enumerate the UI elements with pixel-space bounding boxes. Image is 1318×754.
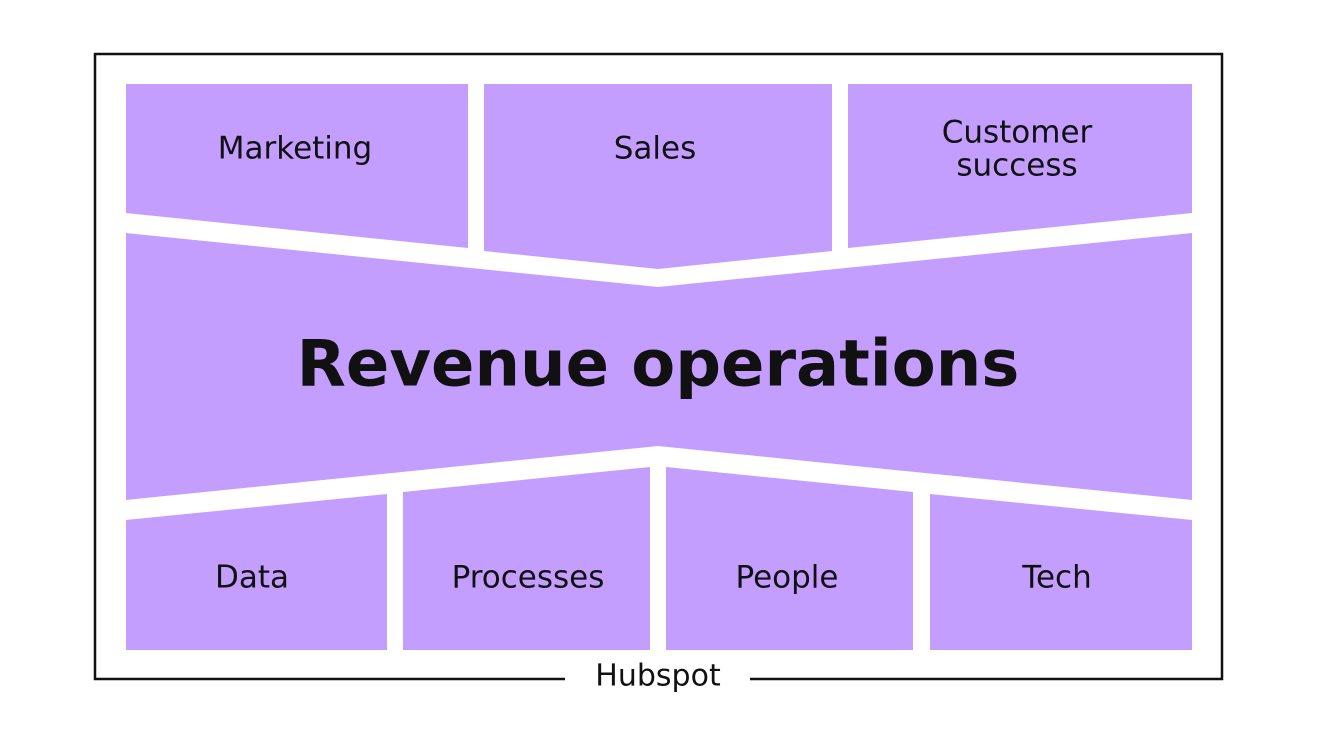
block-revenue-operations: [126, 233, 1192, 500]
bottom-row: Data Processes People Tech: [126, 467, 1192, 650]
center-band: Revenue operations: [126, 233, 1192, 500]
block-marketing: [126, 84, 468, 248]
block-marketing-label: Marketing: [218, 131, 373, 167]
block-sales-label: Sales: [614, 131, 697, 167]
block-sales: [484, 84, 832, 269]
block-customer-success-label-line-2: success: [956, 148, 1077, 184]
hubspot-frame: Hubspot: [93, 52, 1224, 694]
block-tech: [930, 494, 1192, 650]
block-data-label: Data: [215, 560, 289, 596]
block-tech-label: Tech: [1021, 560, 1091, 596]
center-label: Revenue operations: [297, 328, 1020, 402]
frame-border: [93, 52, 1224, 681]
block-customer-success: [848, 84, 1192, 248]
block-data: [126, 494, 387, 650]
block-customer-success-label-line-1: Customer: [942, 115, 1093, 151]
block-processes-label: Processes: [452, 560, 605, 596]
block-processes: [403, 467, 650, 650]
block-people: [666, 467, 913, 650]
frame-label: Hubspot: [595, 659, 721, 694]
top-row: Marketing Sales Customer success: [126, 84, 1192, 269]
block-people-label: People: [736, 560, 839, 596]
